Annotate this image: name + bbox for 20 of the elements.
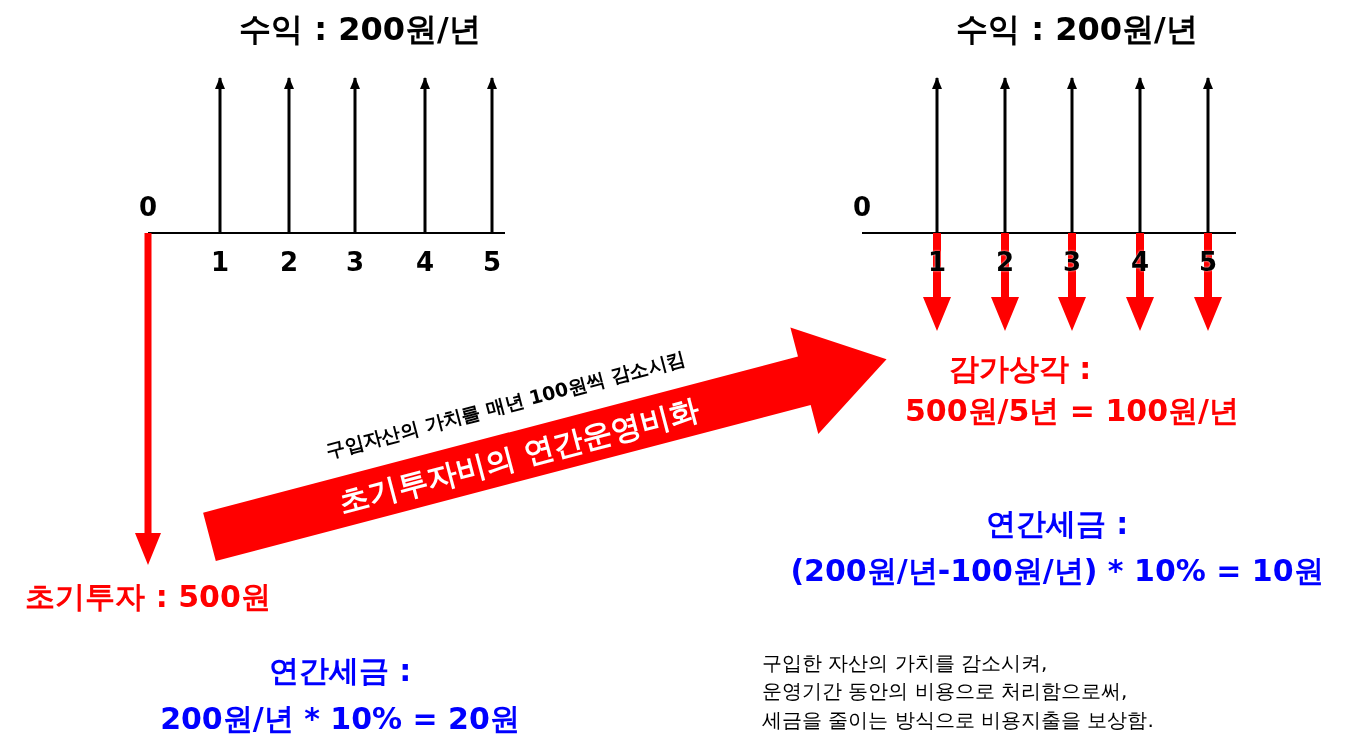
tick-label: 1 xyxy=(210,247,230,277)
note-text: 운영기간 동안의 비용으로 처리함으로써, xyxy=(762,680,1128,702)
tick-label: 2 xyxy=(279,247,299,277)
depreciation-formula: 500원/5년 = 100원/년 xyxy=(904,393,1240,427)
tick-label: 5 xyxy=(482,247,502,277)
tax-formula: 200원/년 * 10% = 20원 xyxy=(160,701,520,735)
tick-label: 3 xyxy=(345,247,365,277)
tax-label: 연간세금 : xyxy=(985,506,1129,540)
tick-label: 4 xyxy=(1130,247,1150,277)
investment-label: 초기투자 : 500원 xyxy=(25,579,271,613)
heading: 수익 : 200원/년 xyxy=(956,12,1198,48)
tick-label: 4 xyxy=(415,247,435,277)
tax-formula: (200원/년-100원/년) * 10% = 10원 xyxy=(790,553,1324,587)
note-text: 세금을 줄이는 방식으로 비용지출을 보상함. xyxy=(762,709,1154,731)
note-text: 구입한 자산의 가치를 감소시켜, xyxy=(762,652,1048,674)
depreciation-label: 감가상각 : xyxy=(948,351,1092,385)
tax-label: 연간세금 : xyxy=(268,653,412,687)
tick-label: 0 xyxy=(138,192,158,222)
tick-label: 0 xyxy=(852,192,872,222)
heading: 수익 : 200원/년 xyxy=(239,12,481,48)
